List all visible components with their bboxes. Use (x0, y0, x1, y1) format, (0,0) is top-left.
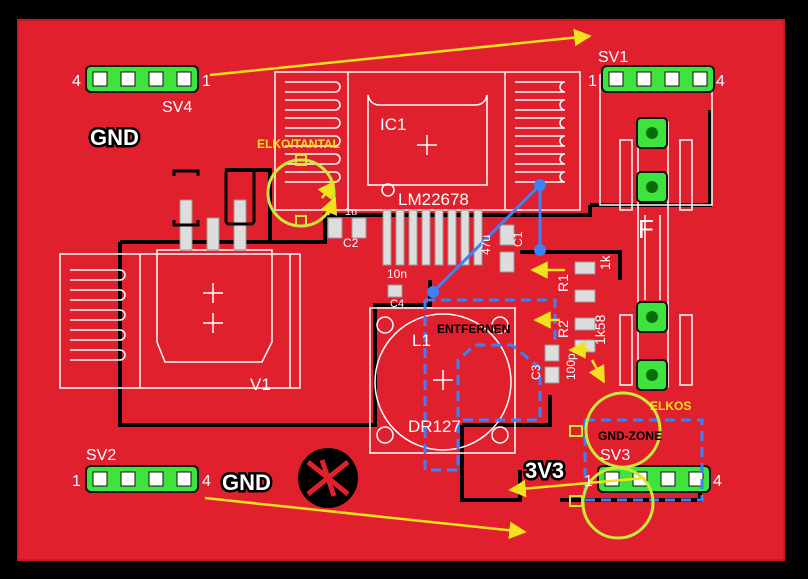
r2-value-label: 1k58 (592, 314, 608, 345)
net-labels: GND GND 3V3 (88, 123, 567, 498)
header-sv3 (597, 465, 711, 493)
c1-label: C1 (511, 231, 525, 247)
sv3-pin4-label: 4 (713, 473, 722, 490)
green-markers (295, 154, 583, 507)
fuse-label: F (638, 214, 654, 244)
blue-dots (427, 179, 546, 298)
sv1-pin4-label: 4 (716, 73, 725, 90)
sv2-label: SV2 (86, 447, 116, 464)
fuse-pad-holes (646, 127, 658, 381)
ic1-value-label: LM22678 (398, 190, 469, 209)
c1-value-label: 47u (479, 235, 493, 255)
header-sv4 (85, 65, 199, 93)
c2-value-label: 1u (345, 206, 357, 218)
sv4-pin1-label: 1 (202, 73, 211, 90)
sv2-pin1-label: 1 (72, 473, 81, 490)
entfernen-annotation: ENTFERNEN (437, 322, 510, 336)
yellow-arrows (204, 28, 646, 540)
c3-label: C3 (529, 364, 543, 380)
sv4-label: SV4 (162, 99, 192, 116)
sv1-label: SV1 (598, 49, 628, 66)
elko-tantal-annotation: ELKO/TANTAL (257, 137, 340, 151)
v1-label: V1 (250, 375, 271, 394)
ic1-label: IC1 (380, 115, 406, 134)
sv2-pin4-label: 4 (202, 473, 211, 490)
c4-value-label: 10n (387, 267, 407, 281)
v1-tab-outlines (172, 168, 256, 227)
c2-label: C2 (343, 236, 359, 250)
ic1-pins (382, 209, 483, 266)
header-sv2 (85, 465, 199, 493)
smd-pads (327, 217, 596, 384)
gnd-label-top: GND (90, 125, 139, 150)
l1-footprint (369, 307, 516, 454)
fuse-pads (636, 117, 668, 391)
gnd-label-bottom: GND (222, 470, 271, 495)
sv1-pin1-label: 1 (588, 73, 597, 90)
r2-label: R2 (555, 320, 571, 338)
sv3-label: SV3 (600, 447, 630, 464)
silkscreen-labels: 4 1 SV4 SV1 1 4 SV2 1 4 SV3 1 4 IC1 LM22… (72, 49, 725, 490)
header-sv1 (601, 65, 715, 93)
c3-value-label: 100p (564, 353, 578, 380)
pcb-logo-icon (298, 448, 358, 508)
sv3-pin1-label: 1 (584, 473, 593, 490)
c4-label: C4 (390, 298, 404, 310)
r1-label: R1 (555, 274, 571, 292)
gnd-zone-annotation: GND-ZONE (598, 429, 662, 443)
l1-value-label: DR127 (408, 417, 461, 436)
v3v3-label: 3V3 (525, 458, 564, 483)
r1-value-label: 1k (597, 254, 613, 270)
elkos-annotation: ELKOS (650, 399, 691, 413)
v1-footprint (59, 249, 301, 389)
l1-label: L1 (412, 331, 431, 350)
sv4-pin4-label: 4 (72, 73, 81, 90)
